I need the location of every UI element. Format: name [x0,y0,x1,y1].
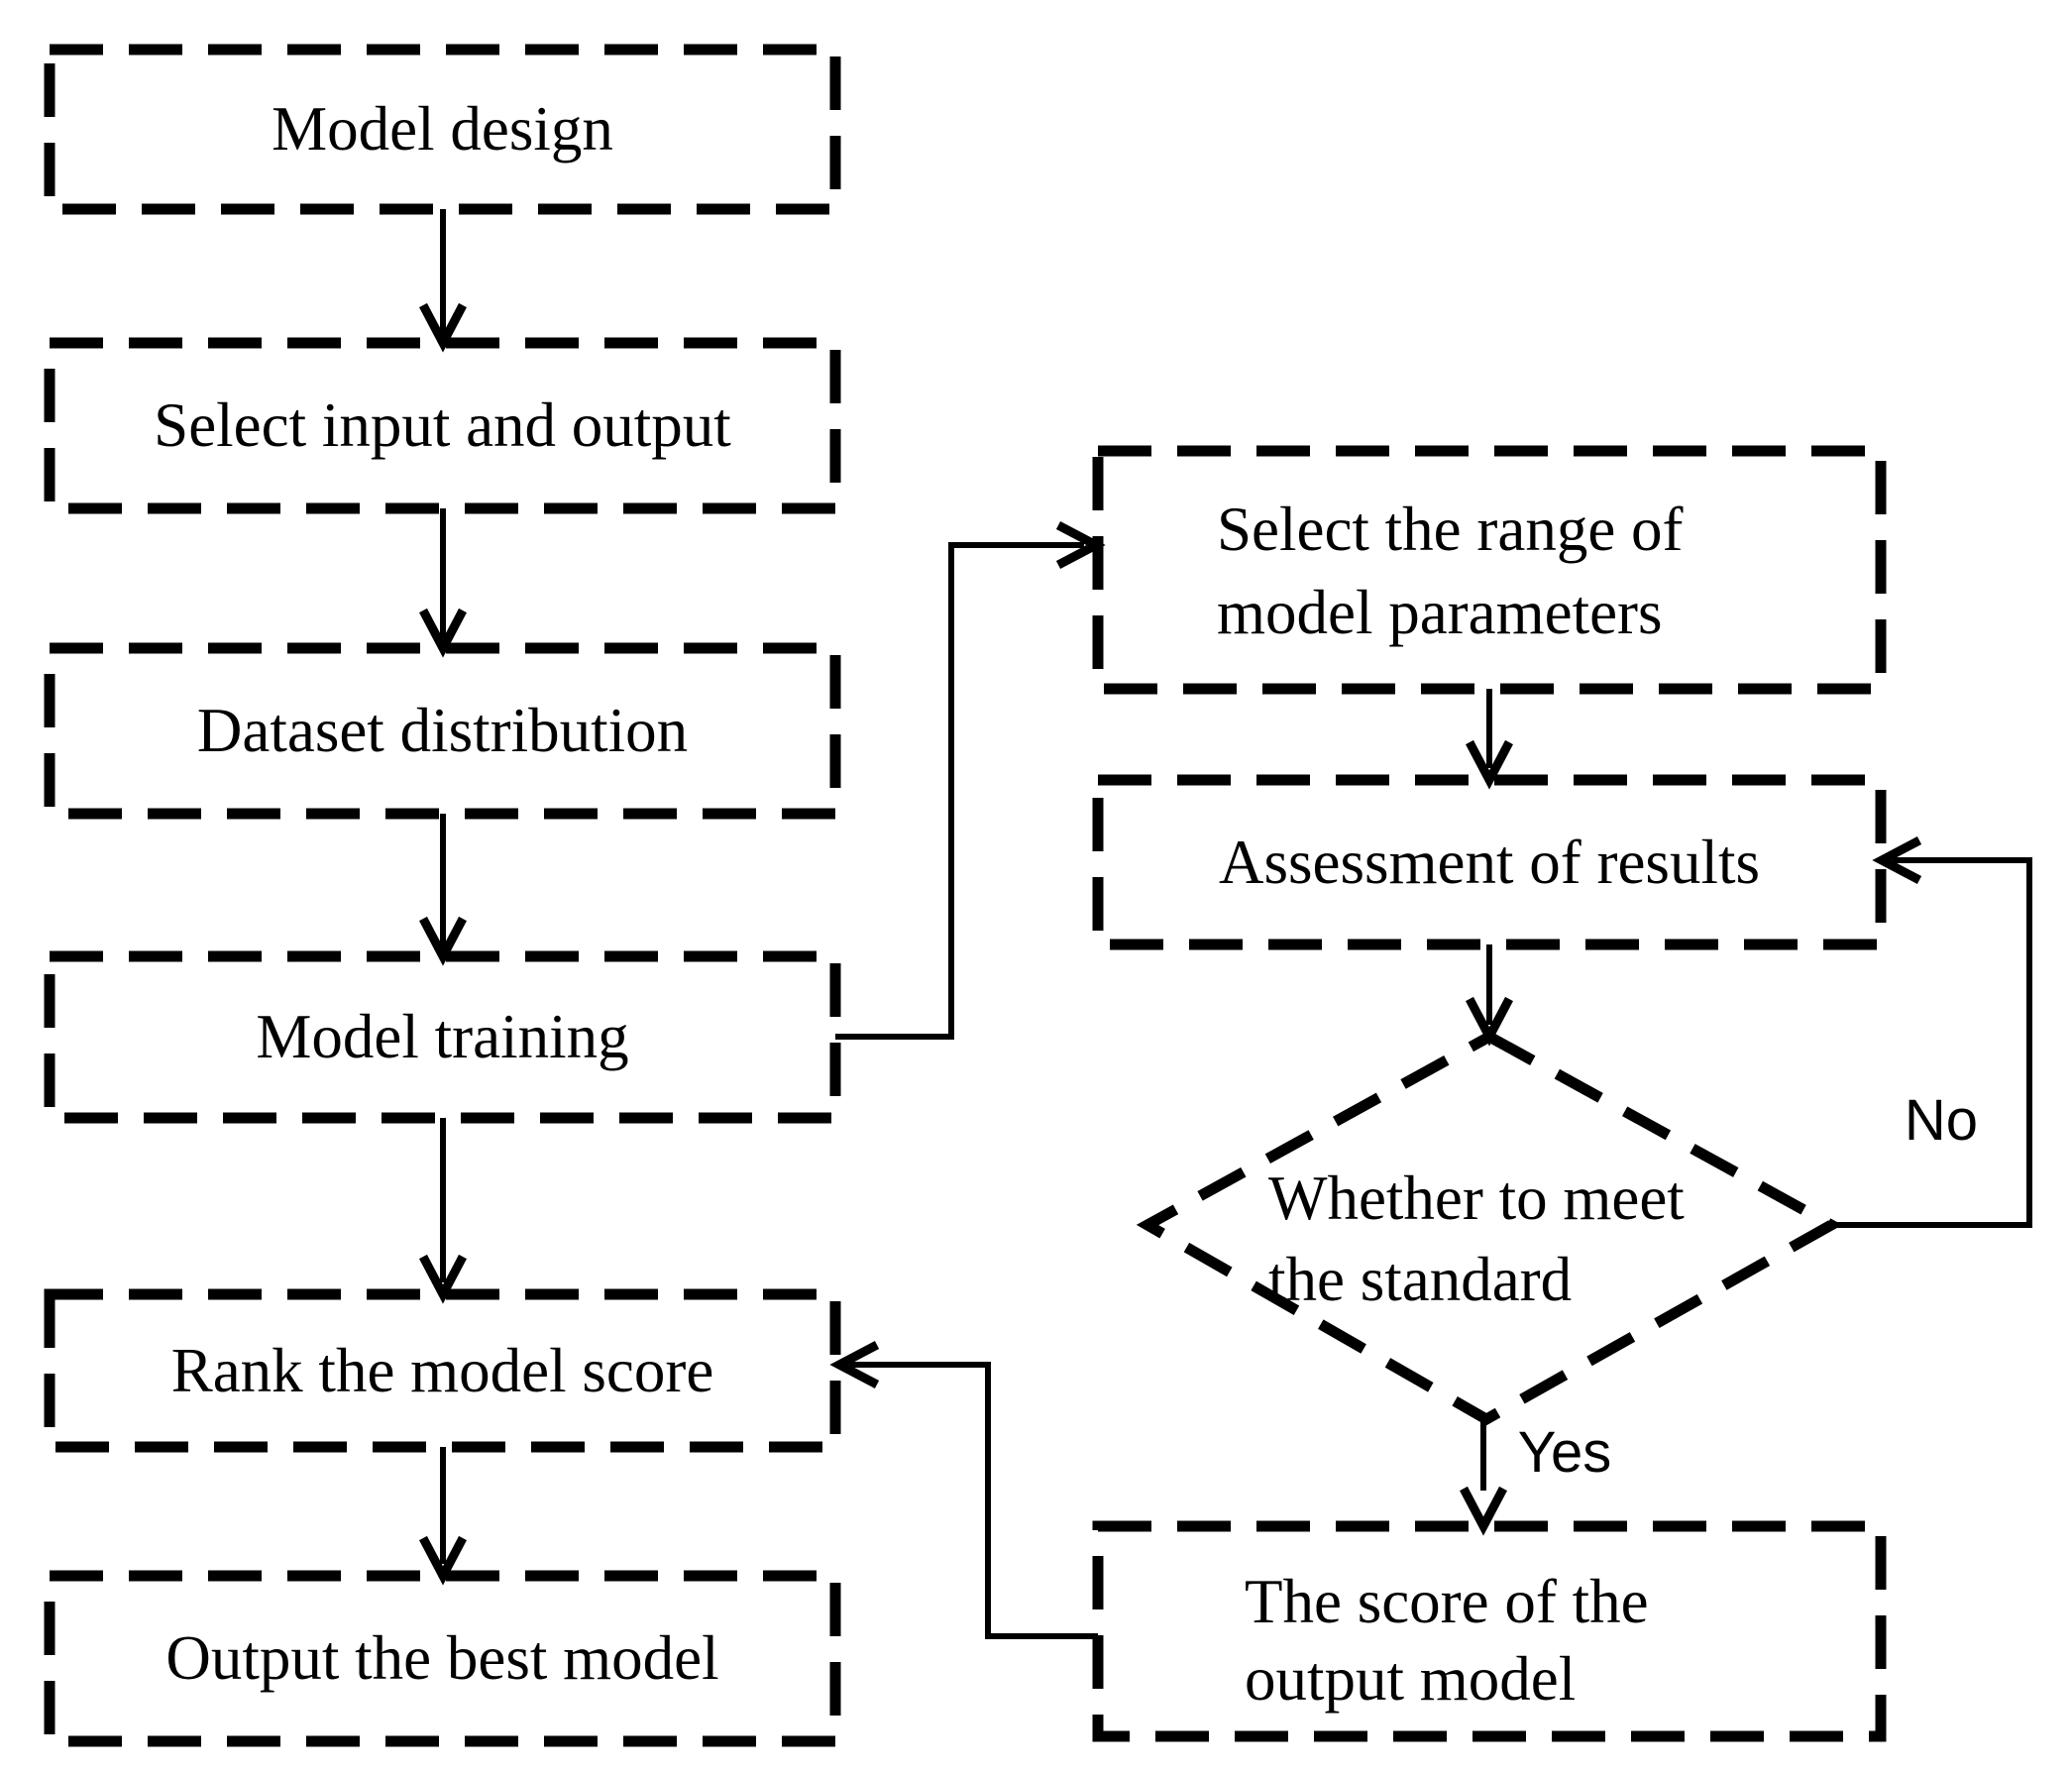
node-model-design-label: Model design [272,94,613,165]
node-dataset-distribution: Dataset distribution [50,648,835,814]
node-select-input-output: Select input and output [50,343,835,508]
score-output-box [1092,1520,1887,1742]
arrowhead-into-assessment-right [1872,836,1922,884]
edge-label-yes: Yes [1517,1420,1612,1485]
edge-label-no: No [1904,1088,1979,1153]
node-select-input-output-label: Select input and output [154,390,731,461]
node-score-output-line1: The score of the [1245,1567,1649,1636]
node-select-range: Select the range of model parameters [1217,488,1684,654]
node-score-output-line2: output model [1245,1644,1577,1714]
arrowhead-into-decision [1466,996,1513,1047]
node-decision-line2: the standard [1268,1245,1573,1314]
node-model-design: Model design [50,50,835,209]
node-output-best-model-label: Output the best model [165,1623,719,1694]
arrowhead-into-training [419,916,467,966]
node-select-range-line2: model parameters [1217,578,1663,647]
arrowhead-into-select-io [419,302,467,353]
node-assessment-label: Assessment of results [1219,827,1760,897]
node-rank-model-score: Rank the model score [50,1294,835,1447]
select-range-box [1092,445,1887,695]
connector-training-to-select-range [835,542,1084,1040]
connector-no-loop [1831,857,2032,1228]
arrowhead-into-rank-right [829,1341,880,1388]
connector-score-to-rank [849,1362,1098,1639]
arrowhead-into-rank [419,1254,467,1304]
node-model-training-label: Model training [256,1002,629,1072]
node-dataset-distribution-label: Dataset distribution [196,696,689,766]
arrowhead-into-score-box [1460,1486,1507,1536]
node-rank-model-score-label: Rank the model score [170,1335,714,1405]
node-select-range-line1: Select the range of [1217,495,1684,564]
node-assessment: Assessment of results [1098,780,1881,944]
arrowhead-into-output [419,1535,467,1586]
node-output-best-model: Output the best model [50,1576,835,1741]
node-model-training: Model training [50,956,835,1118]
arrowhead-into-assessment-top [1466,739,1513,790]
node-score-output: The score of the output model [1245,1563,1649,1718]
arrowhead-into-select-range [1055,521,1106,569]
node-decision-line1: Whether to meet [1268,1164,1685,1233]
node-decision: Whether to meet the standard [1268,1158,1685,1320]
arrowhead-into-dataset [419,608,467,658]
